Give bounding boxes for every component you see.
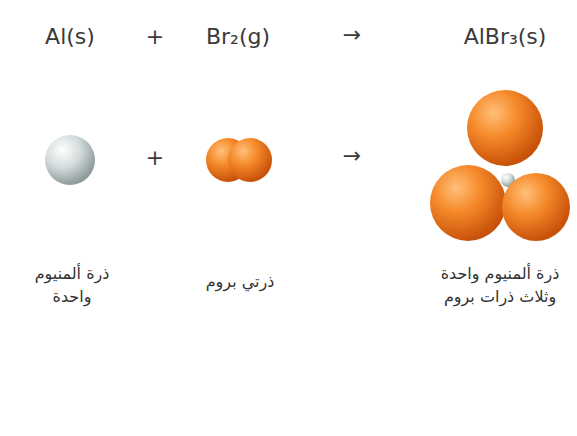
plus-sign: + [135, 145, 175, 170]
atom-caption: ذرة ألمنيوم واحدة [22, 262, 122, 308]
formula: AlBr₃(s) [440, 24, 570, 49]
plus-sign: + [135, 24, 175, 49]
bromine-atom [228, 138, 272, 182]
atom-caption: ذرة ألمنيوم واحدة وثلاث ذرات بروم [430, 262, 570, 308]
aluminium-atom [45, 135, 95, 185]
bromine-atom [467, 90, 543, 166]
reaction-arrow: → [327, 22, 377, 47]
formula: Br₂(g) [178, 24, 298, 49]
formula: Al(s) [15, 24, 125, 49]
atom-caption: ذرتي بروم [180, 270, 300, 293]
bromine-atom [502, 173, 570, 241]
reaction-arrow: → [327, 143, 377, 168]
bromine-atom [430, 165, 506, 241]
